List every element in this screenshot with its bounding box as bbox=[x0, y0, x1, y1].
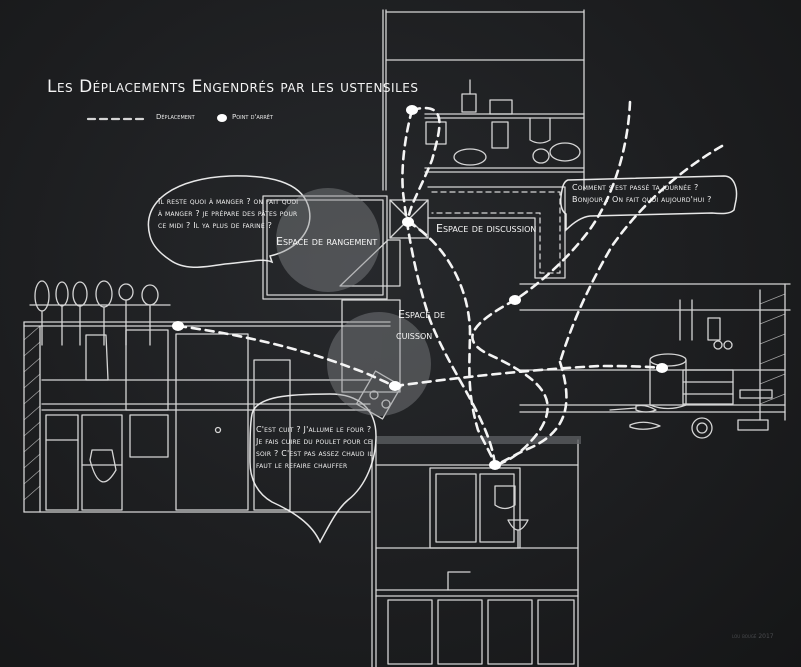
diagram-title: Les Déplacements Engendrés par les usten… bbox=[47, 77, 419, 97]
bubble-left-outline bbox=[147, 175, 311, 268]
bottom-elevation bbox=[371, 439, 579, 667]
bubble-right-text: Comment s'est passé ta journée ? Bonjour… bbox=[572, 183, 712, 204]
stop-points bbox=[172, 105, 668, 470]
zone-cooking-label-2: cuisson bbox=[396, 329, 433, 342]
floor-plan bbox=[262, 186, 566, 420]
bubble-bottom-text: C'est cuit ? J'allume le four ? Je fais … bbox=[256, 425, 373, 470]
author-credit: lou bougé 2017 bbox=[732, 633, 774, 640]
wall-hatch bbox=[23, 293, 786, 501]
bubble-left-text: Il reste quoi à manger ? on fait quoi à … bbox=[158, 197, 299, 230]
zone-storage-label: Espace de rangement bbox=[276, 235, 378, 248]
bubble-bottom-outline bbox=[249, 393, 377, 544]
highlight-storage bbox=[276, 188, 380, 292]
bubble-right-outline bbox=[560, 175, 738, 232]
zone-discussion-label: Espace de discussion bbox=[436, 222, 537, 235]
legend-stop-label: Point d'arrêt bbox=[232, 113, 274, 121]
legend-path-label: Déplacement bbox=[156, 113, 195, 121]
movement-paths bbox=[176, 100, 724, 467]
counter-strip bbox=[376, 436, 581, 444]
zone-cooking-label-1: Espace de bbox=[398, 308, 446, 321]
top-shelf-elevation bbox=[382, 9, 585, 191]
highlight-cooking bbox=[327, 312, 431, 416]
left-elevation bbox=[23, 280, 391, 513]
